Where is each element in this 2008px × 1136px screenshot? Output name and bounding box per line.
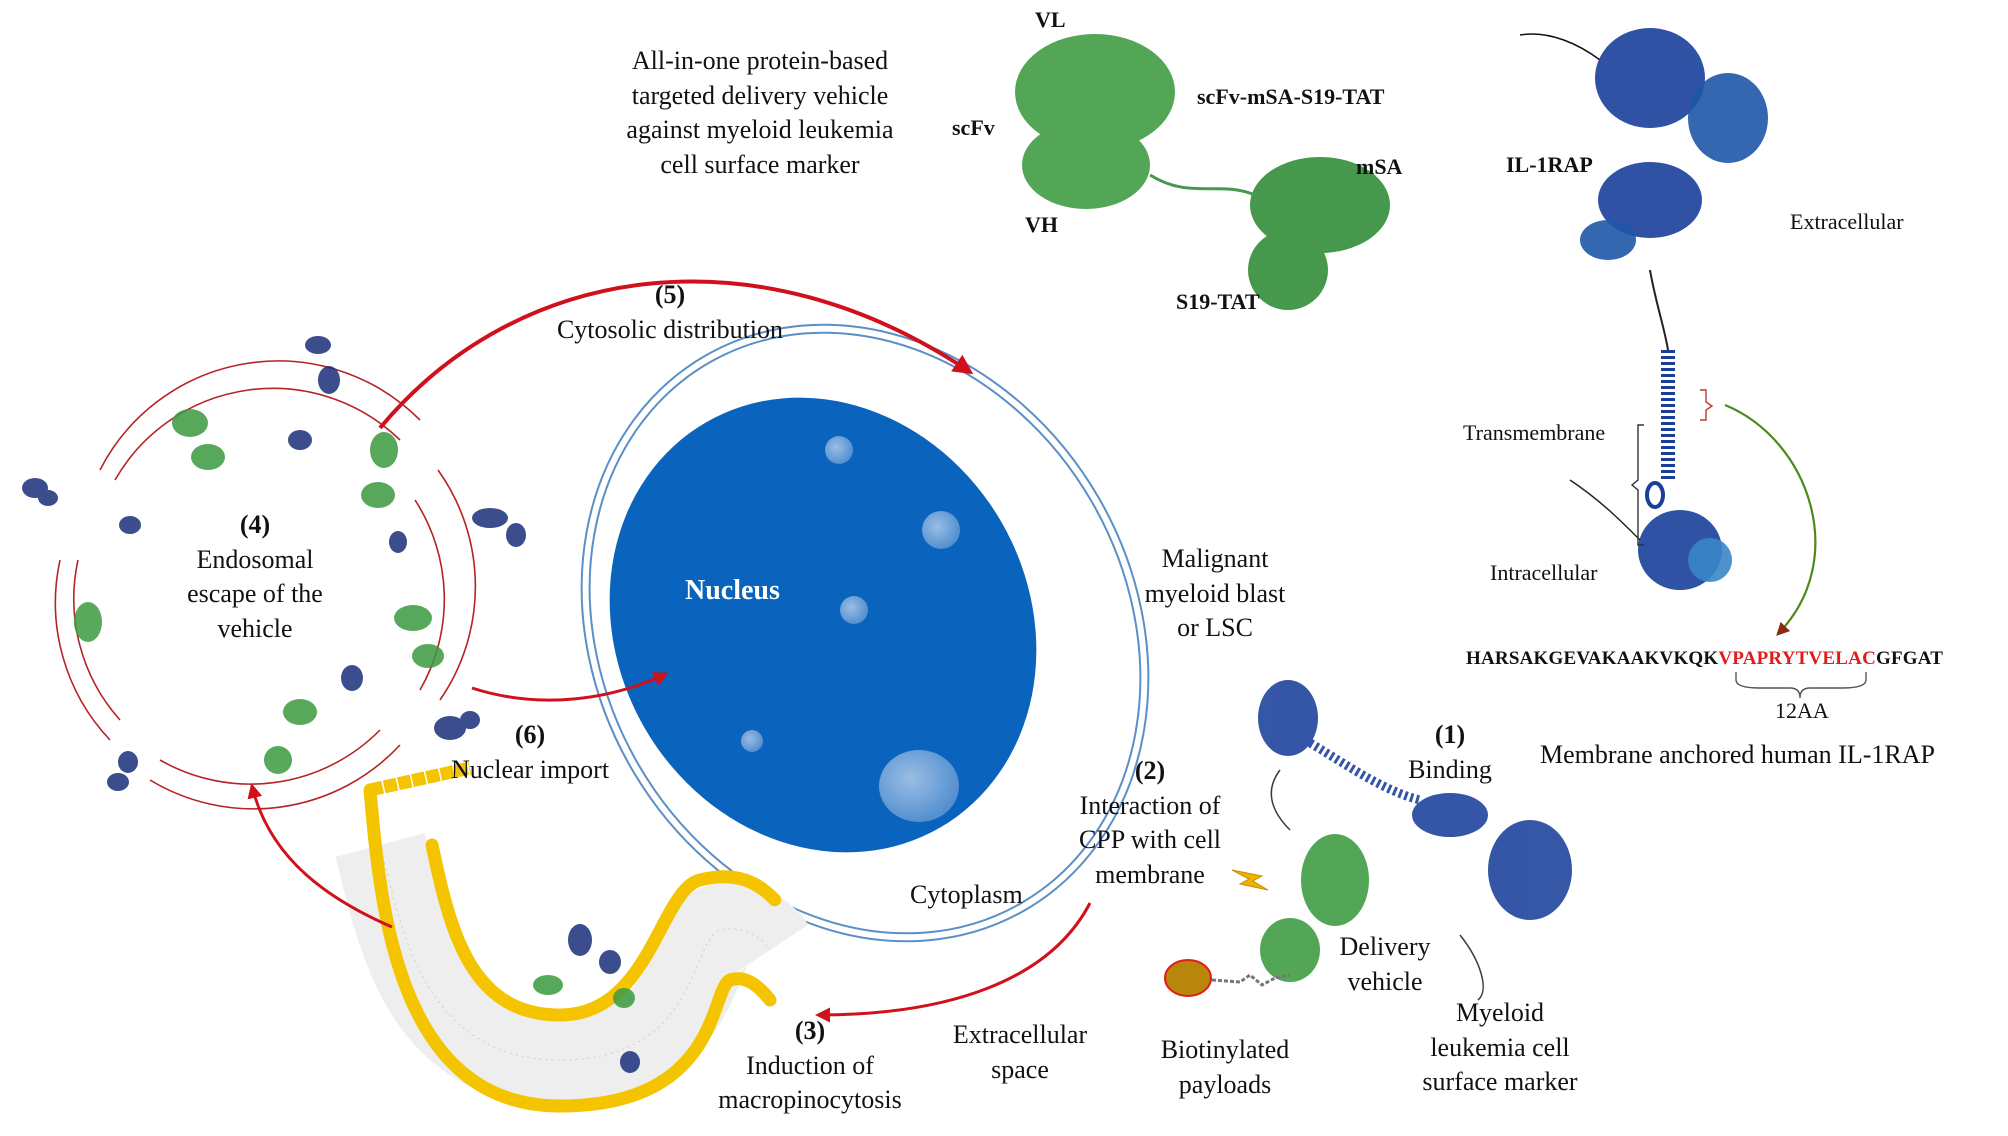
marker-line: Myeloid xyxy=(1455,998,1545,1027)
label-msa: mSA xyxy=(1356,154,1403,179)
step-number: (6) xyxy=(514,720,546,749)
delivery-vehicle-line: Delivery xyxy=(1339,932,1431,961)
step-5: (5) Cytosolic distribution xyxy=(535,278,805,347)
label-s19-tat: S19-TAT xyxy=(1176,289,1260,314)
label-construct: scFv-mSA-S19-TAT xyxy=(1197,84,1385,109)
extracellular-line: space xyxy=(991,1054,1049,1084)
extracellular-line: Extracellular xyxy=(952,1020,1088,1049)
binding-complex xyxy=(1258,680,1572,1001)
biotin-linker xyxy=(1211,973,1291,987)
delivery-vehicle-line: vehicle xyxy=(1347,966,1423,996)
payload-icon xyxy=(1164,959,1212,997)
marker-proteins-navy xyxy=(22,336,526,791)
vehicle-proteins-green xyxy=(74,409,444,774)
label-surface-marker: Myeloid leukemia cell surface marker xyxy=(1400,996,1600,1100)
sequence-suffix: GFGAT xyxy=(1876,648,1944,669)
label-cytoplasm: Cytoplasm xyxy=(910,880,1023,909)
step-line: macropinocytosis xyxy=(718,1085,902,1115)
step-2: (2) Interaction of CPP with cell membran… xyxy=(1055,754,1245,892)
step-3: (3) Induction of macropinocytosis xyxy=(690,1014,930,1118)
step-1: (1) Binding xyxy=(1395,718,1505,787)
vehicle-title: All-in-one protein-based targeted delive… xyxy=(600,44,920,182)
label-cell-type: Malignant myeloid blast or LSC xyxy=(1130,542,1300,646)
label-payloads: Biotinylated payloads xyxy=(1140,1033,1310,1102)
sequence-brace xyxy=(1735,672,1867,699)
interaction-bolt-icon xyxy=(1231,869,1269,891)
step-line: CPP with cell xyxy=(1078,825,1222,855)
step-number: (1) xyxy=(1434,720,1466,749)
nuclear-vesicle xyxy=(879,750,959,822)
step-label: Cytosolic distribution xyxy=(556,314,784,344)
step-number: (5) xyxy=(654,280,686,309)
step-line: Endosomal xyxy=(196,544,314,574)
marker-line: surface marker xyxy=(1422,1067,1578,1097)
step-line: Interaction of xyxy=(1079,790,1221,820)
label-delivery-vehicle: Delivery vehicle xyxy=(1320,930,1450,999)
cell-membrane-outer xyxy=(580,323,1150,943)
vehicle-structure xyxy=(1015,34,1390,310)
nucleus xyxy=(609,397,1037,853)
nuclear-vesicle xyxy=(840,596,868,624)
label-transmembrane: Transmembrane xyxy=(1463,420,1606,445)
step-line: membrane xyxy=(1095,859,1205,889)
step-line: escape of the xyxy=(187,579,323,609)
payload-line: payloads xyxy=(1178,1069,1272,1099)
label-intracellular: Intracellular xyxy=(1490,560,1598,585)
title-line: targeted delivery vehicle xyxy=(631,80,889,110)
sequence-highlight: VPAPRYTVELAC xyxy=(1718,648,1876,669)
step-number: (3) xyxy=(794,1016,826,1045)
title-line: against myeloid leukemia xyxy=(626,115,894,145)
il1rap-structure xyxy=(1519,28,1768,590)
step-4: (4) Endosomal escape of the vehicle xyxy=(170,508,340,646)
title-line: cell surface marker xyxy=(660,149,860,179)
label-vl: VL xyxy=(1035,7,1066,32)
cell-type-line: myeloid blast xyxy=(1144,578,1286,608)
arrow-cytosolic-distribution xyxy=(378,279,974,430)
cell-type-line: or LSC xyxy=(1177,613,1253,643)
step-label: Binding xyxy=(1408,754,1492,784)
arrow-endosomal-escape xyxy=(247,783,393,929)
internalized-vehicle xyxy=(533,924,640,1073)
nuclear-vesicle xyxy=(741,730,763,752)
label-il1rap: IL-1RAP xyxy=(1506,152,1593,177)
arrow-macropinocytosis xyxy=(815,902,1092,1023)
nuclear-vesicle xyxy=(922,511,960,549)
payload-line: Biotinylated xyxy=(1160,1035,1290,1064)
endosome xyxy=(54,360,477,810)
step-label: Nuclear import xyxy=(450,754,610,784)
step-number: (4) xyxy=(239,510,271,539)
step-line: vehicle xyxy=(217,613,293,643)
title-line: All-in-one protein-based xyxy=(631,46,889,75)
sequence-caption: Membrane anchored human IL-1RAP xyxy=(1540,740,1935,769)
step-line: Induction of xyxy=(746,1050,874,1080)
nuclear-vesicle xyxy=(825,436,853,464)
step-number: (2) xyxy=(1134,756,1166,785)
sequence-arrow xyxy=(1724,403,1817,636)
marker-line: leukemia cell xyxy=(1430,1032,1570,1062)
label-12aa: 12AA xyxy=(1775,698,1829,723)
label-extracellular-space: Extracellular space xyxy=(925,1018,1115,1087)
il1rap-sequence: HARSAKGEVAKAAKVKQKVPAPRYTVELACGFGAT xyxy=(1466,648,1943,670)
label-nucleus: Nucleus xyxy=(685,575,780,606)
step-6: (6) Nuclear import xyxy=(440,718,620,787)
cell-membrane-inner xyxy=(588,331,1142,935)
sequence-prefix: HARSAKGEVAKAAKVKQK xyxy=(1466,648,1719,669)
cell-type-line: Malignant xyxy=(1161,544,1269,573)
label-vh: VH xyxy=(1025,212,1058,237)
label-scfv: scFv xyxy=(952,115,995,140)
label-extracellular-domain: Extracellular xyxy=(1790,209,1904,234)
arrow-nuclear-import xyxy=(471,672,669,702)
